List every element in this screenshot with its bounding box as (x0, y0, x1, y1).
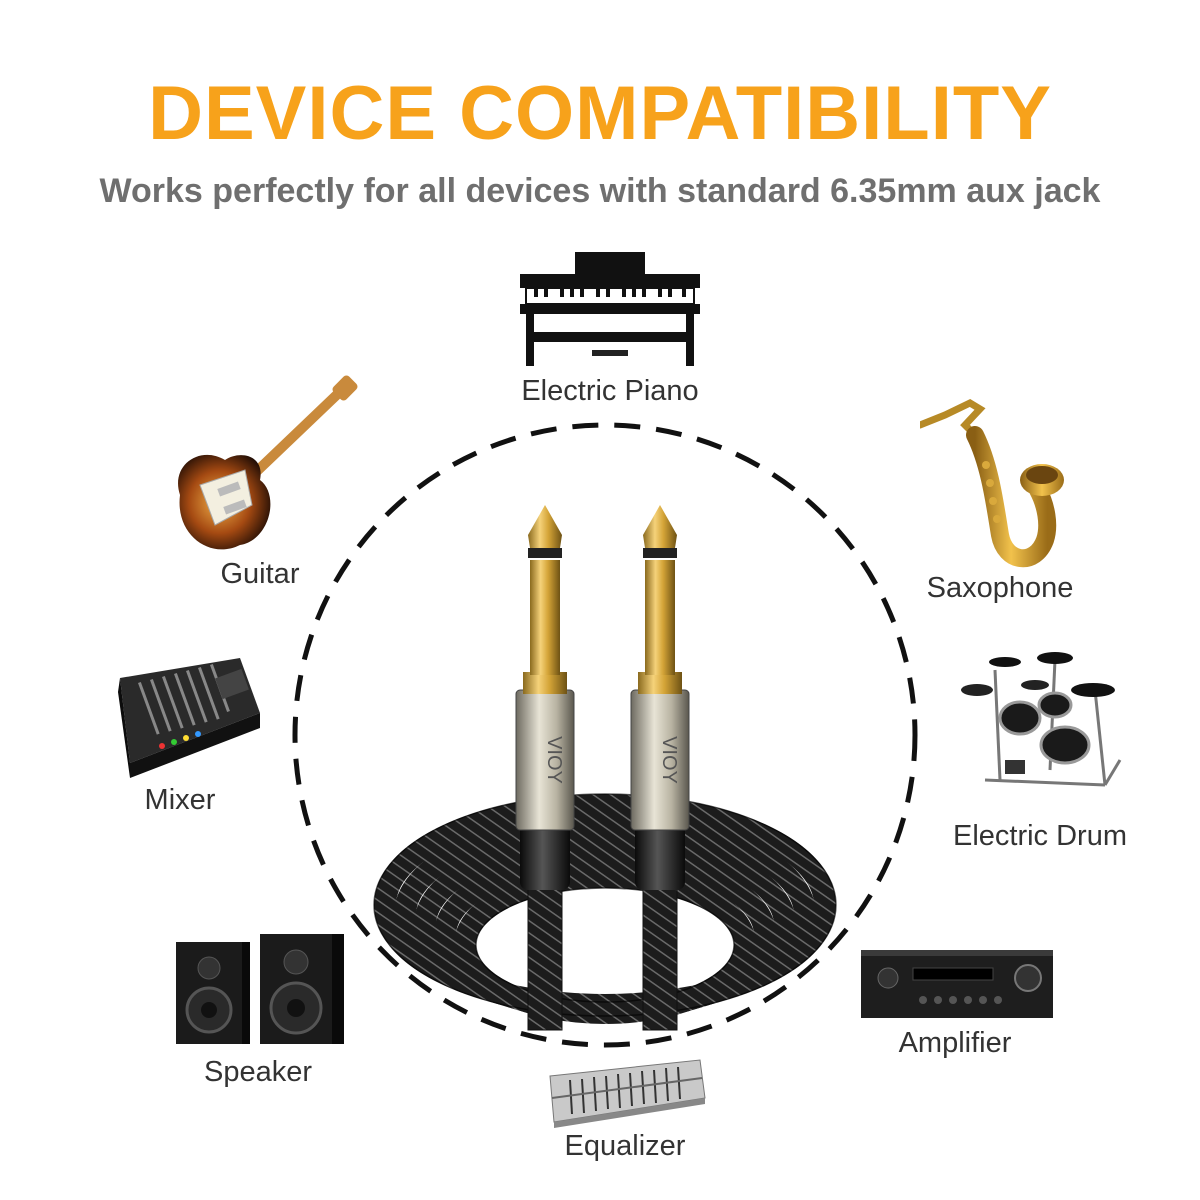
label-saxophone: Saxophone (926, 572, 1074, 604)
brand-text: VIOY (658, 736, 680, 784)
device-mixer: Mixer (90, 658, 270, 817)
brand-text: VIOY (543, 736, 565, 784)
device-electric-drum: Electric Drum (935, 650, 1145, 853)
label-amplifier: Amplifier (898, 1027, 1012, 1059)
device-amplifier: Amplifier (845, 948, 1065, 1060)
page-subtitle: Works perfectly for all devices with sta… (99, 172, 1101, 210)
device-saxophone: Saxophone (880, 395, 1120, 605)
guitar-icon (178, 375, 358, 550)
right-plug: VIOY (630, 505, 690, 890)
label-mixer: Mixer (144, 784, 216, 816)
label-electric-piano: Electric Piano (521, 375, 699, 407)
mixer-icon (118, 658, 260, 778)
page-title: DEVICE COMPATIBILITY (148, 71, 1052, 156)
device-speaker: Speaker (158, 930, 358, 1089)
speaker-icon (176, 934, 344, 1044)
device-electric-piano: Electric Piano (490, 252, 730, 408)
label-electric-drum: Electric Drum (952, 820, 1127, 852)
cable-coil (374, 794, 836, 1024)
device-equalizer: Equalizer (525, 1058, 725, 1163)
label-guitar: Guitar (220, 558, 300, 590)
saxophone-icon (920, 399, 1064, 568)
piano-icon (520, 252, 700, 366)
label-equalizer: Equalizer (564, 1130, 686, 1162)
drum-icon (961, 652, 1122, 787)
equalizer-icon (549, 1059, 706, 1128)
label-speaker: Speaker (203, 1056, 312, 1088)
left-plug: VIOY (515, 505, 575, 890)
amplifier-icon (860, 950, 1053, 1018)
device-guitar: Guitar (160, 375, 360, 591)
dashed-circle (292, 422, 918, 1048)
